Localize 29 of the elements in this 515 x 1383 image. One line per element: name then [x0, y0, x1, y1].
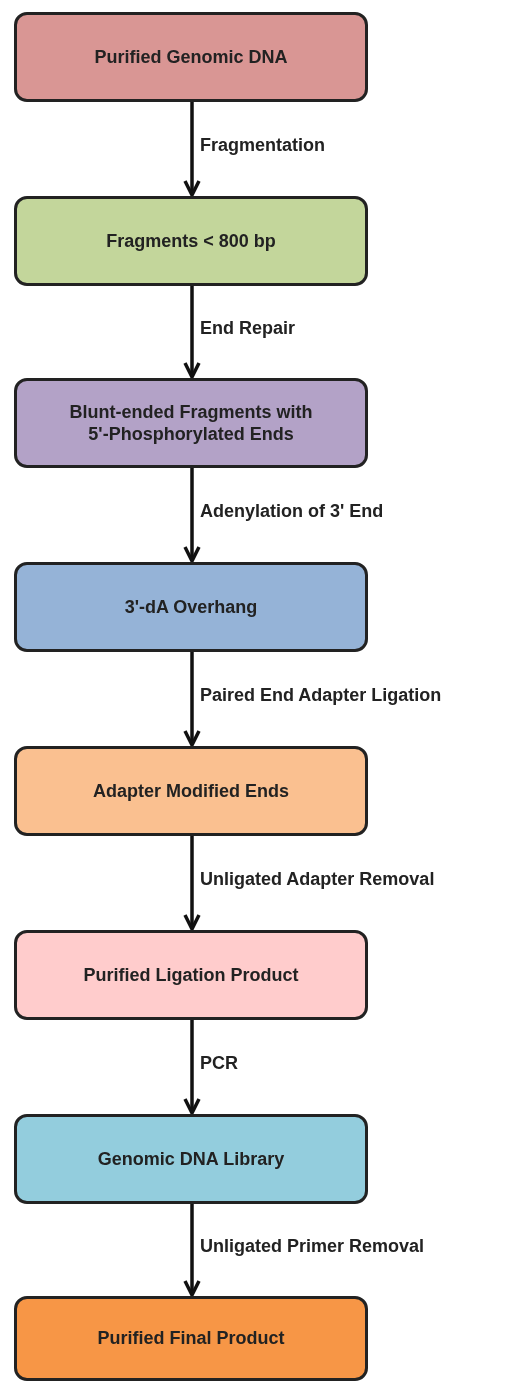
- edge-label: Unligated Primer Removal: [200, 1236, 425, 1257]
- step-text: Adapter Modified Ends: [92, 779, 290, 803]
- edge-label: Unligated Adapter Removal: [200, 869, 435, 890]
- step-text: Purified Ligation Product: [82, 963, 300, 987]
- arrow: [183, 836, 201, 931]
- process-box: [14, 562, 368, 652]
- edge-label: Fragmentation: [200, 135, 325, 156]
- arrow: [183, 652, 201, 747]
- edge-label: Adenylation of 3' End: [200, 501, 384, 522]
- process-box: [14, 746, 368, 836]
- step-text: Purified Final Product: [96, 1327, 286, 1350]
- process-box: [14, 1296, 368, 1381]
- process-box: [14, 1114, 368, 1204]
- arrow: [183, 286, 201, 379]
- arrow: [183, 1020, 201, 1115]
- process-box: [14, 378, 368, 468]
- process-box: [14, 930, 368, 1020]
- step-text: Purified Genomic DNA: [93, 45, 289, 69]
- process-box: [14, 12, 368, 102]
- arrow: [183, 1204, 201, 1297]
- arrow: [183, 102, 201, 197]
- edge-label: End Repair: [200, 318, 296, 339]
- process-box: [14, 196, 368, 286]
- arrow: [183, 468, 201, 563]
- step-text: Genomic DNA Library: [96, 1147, 286, 1171]
- step-text: Fragments < 800 bp: [105, 229, 277, 253]
- step-text: Blunt-ended Fragments with 5'-Phosphorylated Ends: [68, 400, 314, 446]
- step-text: 3'-dA Overhang: [123, 595, 259, 619]
- edge-label: Paired End Adapter Ligation: [200, 685, 442, 706]
